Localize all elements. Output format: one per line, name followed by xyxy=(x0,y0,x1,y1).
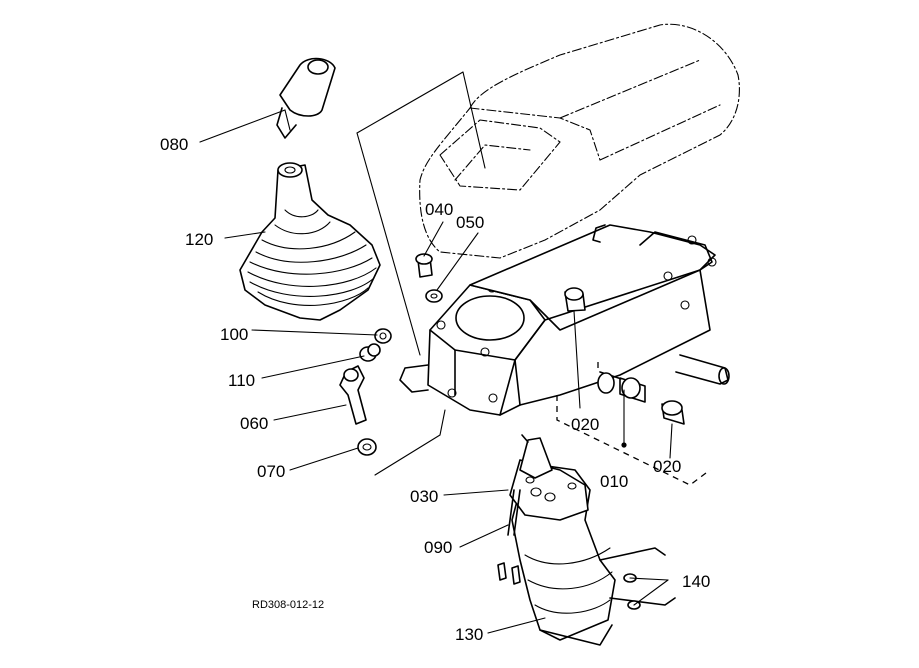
label-080: 080 xyxy=(160,135,188,154)
lower-lever-assembly xyxy=(497,434,676,646)
label-070: 070 xyxy=(257,462,285,481)
label-130: 130 xyxy=(455,625,483,644)
label-060: 060 xyxy=(240,414,268,433)
label-040: 040 xyxy=(425,200,453,219)
label-090: 090 xyxy=(424,538,452,557)
small-parts xyxy=(339,253,443,456)
shift-knob xyxy=(276,57,336,139)
reference-code: RD308-012-12 xyxy=(252,599,324,611)
projection-outline xyxy=(356,71,486,476)
label-010: 010 xyxy=(600,472,628,491)
label-120: 120 xyxy=(185,230,213,249)
leader-lines xyxy=(199,109,673,634)
label-030: 030 xyxy=(410,487,438,506)
label-140: 140 xyxy=(682,572,710,591)
lever-bracket xyxy=(399,224,730,486)
label-110: 110 xyxy=(228,371,255,390)
label-050: 050 xyxy=(456,213,484,232)
part-labels: 080 120 100 110 060 070 040 050 020 020 … xyxy=(160,135,710,644)
console-cover xyxy=(419,23,740,259)
shift-boot xyxy=(239,162,381,321)
label-100: 100 xyxy=(220,325,248,344)
label-020-left: 020 xyxy=(571,415,599,434)
label-020-right: 020 xyxy=(653,457,681,476)
